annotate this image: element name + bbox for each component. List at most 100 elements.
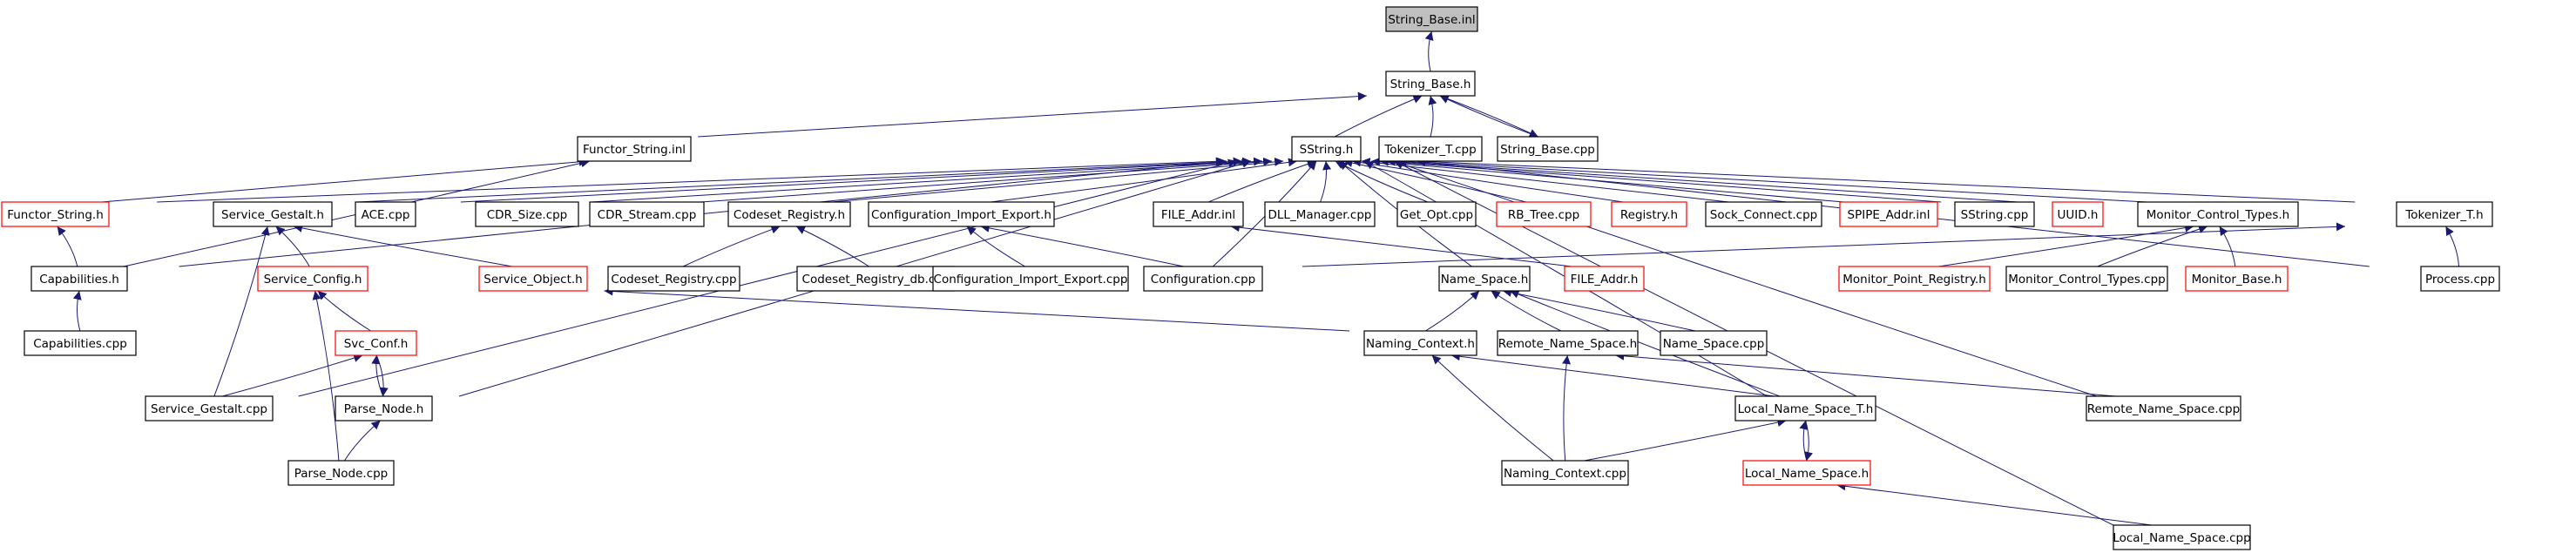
node-local-name-space-h[interactable]: Local_Name_Space.h [1742,460,1871,486]
node-functor-string-inl[interactable]: Functor_String.inl [577,136,692,162]
node-label: FILE_Addr.inl [1161,208,1235,222]
node-svc-conf-h[interactable]: Svc_Conf.h [335,330,417,356]
node-sock-connect-cpp[interactable]: Sock_Connect.cpp [1705,201,1822,227]
node-rb-tree-cpp[interactable]: RB_Tree.cpp [1496,201,1592,227]
node-monitor-control-types-h[interactable]: Monitor_Control_Types.h [2137,201,2299,227]
edge-codeset-registry-db-cpp-to-codeset-registry-h [795,226,869,267]
node-naming-context-h[interactable]: Naming_Context.h [1363,330,1477,356]
node-functor-string-h[interactable]: Functor_String.h [1,201,110,227]
node-box [1497,330,1639,356]
node-string-base-inl[interactable]: String_Base.inl [1385,6,1478,32]
node-capabilities-cpp[interactable]: Capabilities.cpp [24,330,137,356]
node-box [335,395,433,421]
node-label: Local_Name_Space.cpp [2113,531,2250,545]
node-naming-context-cpp[interactable]: Naming_Context.cpp [1501,460,1629,486]
node-label: Remote_Name_Space.h [1498,337,1637,351]
edge-monitor-base-h-to-monitor-control-types-h [2219,226,2236,267]
node-ace-cpp[interactable]: ACE.cpp [355,201,416,227]
node-label: Monitor_Control_Types.h [2147,208,2290,222]
node-label: FILE_Addr.h [1571,273,1639,287]
node-label: Local_Name_Space.h [1745,467,1869,481]
node-codeset-registry-db-cpp[interactable]: Codeset_Registry_db.cpp [796,266,956,292]
node-box [213,201,333,227]
edge-naming-context-cpp-to-naming-context-h [1431,354,1554,462]
node-uuid-h[interactable]: UUID.h [2052,201,2104,227]
node-box [335,330,417,356]
node-service-gestalt-cpp[interactable]: Service_Gestalt.cpp [145,395,274,421]
node-sstring-h[interactable]: SString.h [1291,136,1362,162]
node-box [1564,266,1645,292]
node-box [2185,266,2289,292]
node-label: Functor_String.inl [583,143,686,157]
node-registry-h[interactable]: Registry.h [1611,201,1687,227]
node-remote-name-space-cpp[interactable]: Remote_Name_Space.cpp [2086,395,2241,421]
node-sstring-cpp[interactable]: SString.cpp [1954,201,2035,227]
node-parse-node-h[interactable]: Parse_Node.h [335,395,433,421]
node-get-opt-cpp[interactable]: Get_Opt.cpp [1396,201,1477,227]
node-service-object-h[interactable]: Service_Object.h [478,266,588,292]
node-configuration-import-export-cpp[interactable]: Configuration_Import_Export.cpp [932,266,1129,292]
node-codeset-registry-cpp[interactable]: Codeset_Registry.cpp [607,266,740,292]
node-box [145,395,274,421]
node-box [2113,524,2251,550]
node-spipe-addr-inl[interactable]: SPIPE_Addr.inl [1839,201,1938,227]
edge-monitor-point-registry-h-to-monitor-control-types-h [1938,223,2194,267]
node-codeset-registry-h[interactable]: Codeset_Registry.h [727,201,851,227]
node-tokenizer-t-h[interactable]: Tokenizer_T.h [2396,201,2493,227]
node-tokenizer-t-cpp[interactable]: Tokenizer_T.cpp [1378,136,1483,162]
node-box [1838,266,1991,292]
edge-remote-name-space-cpp-to-remote-name-space-h [1615,351,2116,397]
edge-file-addr-inl-to-sstring-h [1208,159,1316,203]
node-label: Sock_Connect.cpp [1710,208,1818,222]
node-file-addr-h[interactable]: FILE_Addr.h [1564,266,1645,292]
node-box [1611,201,1687,227]
node-service-config-h[interactable]: Service_Config.h [257,266,368,292]
node-monitor-base-h[interactable]: Monitor_Base.h [2185,266,2289,292]
node-box [2396,201,2493,227]
node-label: Service_Config.h [264,273,362,287]
edge-service-gestalt-cpp-to-service-gestalt-h [213,226,270,397]
node-label: Parse_Node.cpp [294,467,389,481]
node-label: Monitor_Control_Types.cpp [2008,273,2166,287]
node-label: Naming_Context.cpp [1504,467,1626,481]
edge-svc-conf-h-to-parse-node-h [375,354,389,397]
node-name-space-h[interactable]: Name_Space.h [1438,266,1531,292]
node-service-gestalt-h[interactable]: Service_Gestalt.h [213,201,333,227]
edge-sstring-h-to-string-base-h [1334,95,1423,138]
node-monitor-control-types-cpp[interactable]: Monitor_Control_Types.cpp [2005,266,2168,292]
edge-parse-node-cpp-to-service-config-h [312,290,340,462]
node-box [257,266,368,292]
edge-local-name-space-t-h-to-local-name-space-h [1804,420,1814,462]
node-label: Tokenizer_T.h [2404,208,2483,222]
node-monitor-point-registry-h[interactable]: Monitor_Point_Registry.h [1838,266,1991,292]
node-box [30,266,128,292]
node-name-space-cpp[interactable]: Name_Space.cpp [1660,330,1768,356]
node-file-addr-inl[interactable]: FILE_Addr.inl [1153,201,1244,227]
node-local-name-space-t-h[interactable]: Local_Name_Space_T.h [1734,395,1876,421]
edge-sock-connect-cpp-to-sstring-h [1361,158,1729,203]
node-label: Monitor_Point_Registry.h [1842,273,1986,287]
node-cdr-size-cpp[interactable]: CDR_Size.cpp [475,201,579,227]
node-remote-name-space-h[interactable]: Remote_Name_Space.h [1497,330,1639,356]
node-label: Remote_Name_Space.cpp [2087,402,2240,416]
node-label: Service_Gestalt.cpp [151,402,267,416]
node-string-base-h[interactable]: String_Base.h [1385,71,1476,97]
edge-string-base-cpp-to-string-base-h [1439,95,1538,138]
edge-svc-conf-h-to-service-config-h [317,290,371,332]
node-string-base-cpp[interactable]: String_Base.cpp [1497,136,1599,162]
node-configuration-import-export-h[interactable]: Configuration_Import_Export.h [868,201,1055,227]
node-local-name-space-cpp[interactable]: Local_Name_Space.cpp [2113,524,2251,550]
edge-local-name-space-t-h-to-naming-context-h [1450,352,1775,397]
node-cdr-stream-cpp[interactable]: CDR_Stream.cpp [589,201,705,227]
node-label: Configuration_Import_Export.cpp [934,273,1128,287]
node-parse-node-cpp[interactable]: Parse_Node.cpp [287,460,395,486]
node-dll-manager-cpp[interactable]: DLL_Manager.cpp [1264,201,1376,227]
edge-naming-context-h-to-service-object-h [604,287,1350,332]
node-process-cpp[interactable]: Process.cpp [2420,266,2500,292]
edge-naming-context-cpp-to-remote-name-space-h [1562,354,1572,462]
node-configuration-cpp[interactable]: Configuration.cpp [1143,266,1263,292]
node-label: DLL_Manager.cpp [1268,208,1372,222]
edge-configuration-cpp-to-configuration-import-export-h [980,223,1184,267]
node-capabilities-h[interactable]: Capabilities.h [30,266,128,292]
node-label: Monitor_Base.h [2192,273,2282,287]
